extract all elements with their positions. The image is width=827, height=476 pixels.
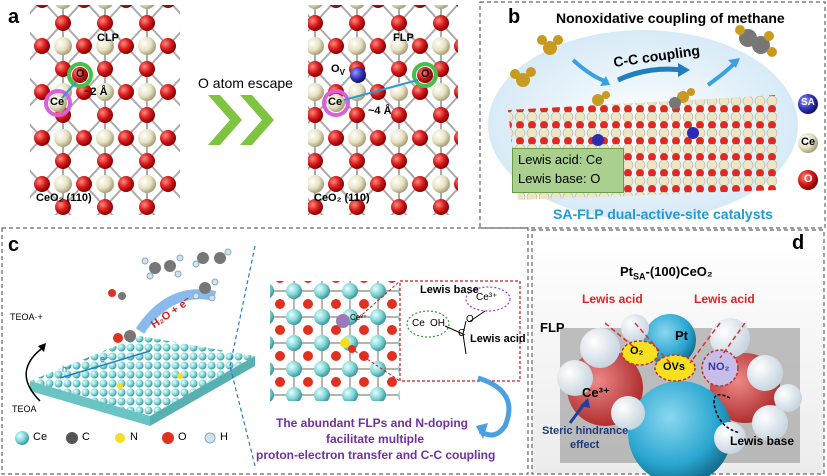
sa-legend-marker	[798, 94, 818, 114]
flp-label: FLP	[540, 320, 565, 335]
panel-a: a CLP FLP O O Ce Ce ~2 Å ~4 Å OV O atom …	[0, 0, 470, 222]
ce3-label: Ce³⁺	[582, 385, 610, 400]
ce3-tag: Ce³⁺	[350, 313, 368, 322]
clp-o-highlight	[67, 62, 93, 88]
legend-c-ce: Ce	[33, 431, 48, 443]
flp-ce-label: Ce	[328, 96, 343, 108]
flp-distance-line	[343, 79, 419, 101]
ovs-site	[654, 354, 696, 382]
product-molecules	[108, 248, 232, 302]
no2-label: NO₂	[708, 361, 730, 373]
zoomed-lattice	[270, 281, 400, 401]
inset-ce: Ce	[412, 318, 425, 329]
cycle-arrow	[477, 375, 512, 438]
lewis-box: Lewis acid: Ce Lewis base: O	[512, 148, 624, 193]
legend-c-o: O	[178, 431, 187, 443]
flp-facet: CeO₂ (110)	[314, 192, 370, 204]
lewis-base-label: Lewis base	[730, 434, 795, 448]
pt-label: Pt	[675, 328, 688, 343]
panel-a-label: a	[8, 6, 20, 28]
inset-lewis-acid: Lewis acid	[470, 333, 526, 345]
panel-c-illustration	[1, 227, 529, 475]
legend-o: O	[804, 173, 813, 185]
panel-d-label: d	[792, 232, 805, 254]
hole-label: h⁺	[62, 364, 72, 374]
legend-sa: SA	[801, 97, 815, 108]
panel-d-illustration	[531, 229, 825, 476]
escape-arrows	[208, 95, 274, 145]
ovs-label: OVs	[663, 361, 686, 373]
legend-ce: Ce	[801, 136, 816, 148]
panel-b-title: Nonoxidative coupling of methane	[556, 10, 785, 26]
legend-c-h: H	[220, 431, 228, 443]
lewis-acid-text: Lewis acid: Ce	[518, 152, 603, 167]
vacancy-atom	[350, 67, 366, 83]
ceo2-slab	[30, 336, 255, 416]
panel-c: c TEOA·+ TEOA H₂O + e⁻ h⁺ e⁻ Ce³⁺ Lewis …	[0, 226, 530, 476]
panel-d-title: PtSA-(100)CeO₂	[620, 264, 713, 282]
teoa-plus: TEOA·+	[10, 312, 43, 322]
flp-o-label: O	[421, 68, 430, 80]
inset-oh: OH	[430, 318, 445, 329]
panel-a-structures	[30, 5, 458, 215]
lewis-base-text: Lewis base: O	[518, 171, 601, 186]
clp-facet: CeO₂ (110)	[36, 192, 92, 204]
flp-ce-highlight	[322, 89, 350, 117]
ce-legend-marker	[798, 133, 818, 153]
caption-line-3: proton-electron transfer and C-C couplin…	[256, 448, 496, 462]
legend-c-n: N	[130, 431, 138, 443]
o2-label: O₂	[630, 345, 644, 357]
caption-line-1: The abundant FLPs and N-doping	[276, 416, 468, 430]
inset-c: C	[458, 328, 466, 339]
steric-effect-label: effect	[570, 439, 600, 451]
no2-molecule	[701, 349, 739, 387]
electron-label: e⁻	[100, 354, 110, 364]
panel-b-illustration	[479, 1, 826, 229]
panel-b-caption: SA-FLP dual-active-site catalysts	[553, 206, 773, 222]
vacancy-label: OV	[331, 63, 345, 78]
coupling-arrow	[616, 66, 684, 83]
flp-distance: ~4 Å	[368, 105, 392, 117]
o2-site	[621, 340, 659, 366]
teoa: TEOA	[12, 404, 37, 414]
ce-atom-large	[628, 381, 732, 476]
reaction-arrow	[135, 289, 217, 334]
panel-d: d PtSA-(100)CeO₂ FLP Lewis acid Lewis ac…	[530, 228, 827, 476]
lewis-base-pointer	[713, 393, 741, 434]
lewis-acid-right: Lewis acid	[694, 292, 755, 306]
fl-pair-inset	[399, 280, 521, 382]
escape-label: O atom escape	[198, 75, 293, 91]
panel-b-label: b	[508, 6, 521, 28]
panel-c-label: c	[8, 234, 20, 256]
steric-label: Steric hindrance	[542, 425, 629, 437]
caption-line-2: facilitate multiple	[326, 432, 425, 446]
panel-b: b Nonoxidative coupling of methane C-C c…	[478, 0, 827, 230]
inset-ce3: Ce³⁺	[476, 292, 498, 303]
clp-ce-label: Ce	[50, 96, 65, 108]
lewis-acid-left: Lewis acid	[582, 292, 643, 306]
clp-o-label: O	[76, 68, 85, 80]
o-legend-marker	[798, 170, 818, 190]
flp-title: FLP	[393, 32, 414, 44]
clp-distance: ~2 Å	[84, 86, 108, 98]
clp-distance-line	[61, 81, 77, 99]
flp-o-highlight	[412, 62, 438, 88]
clp-ce-highlight	[44, 89, 72, 117]
inset-o: O	[466, 314, 474, 325]
inset-lewis-base: Lewis base	[420, 284, 479, 296]
clp-title: CLP	[97, 32, 119, 44]
legend-c-c: C	[82, 431, 90, 443]
